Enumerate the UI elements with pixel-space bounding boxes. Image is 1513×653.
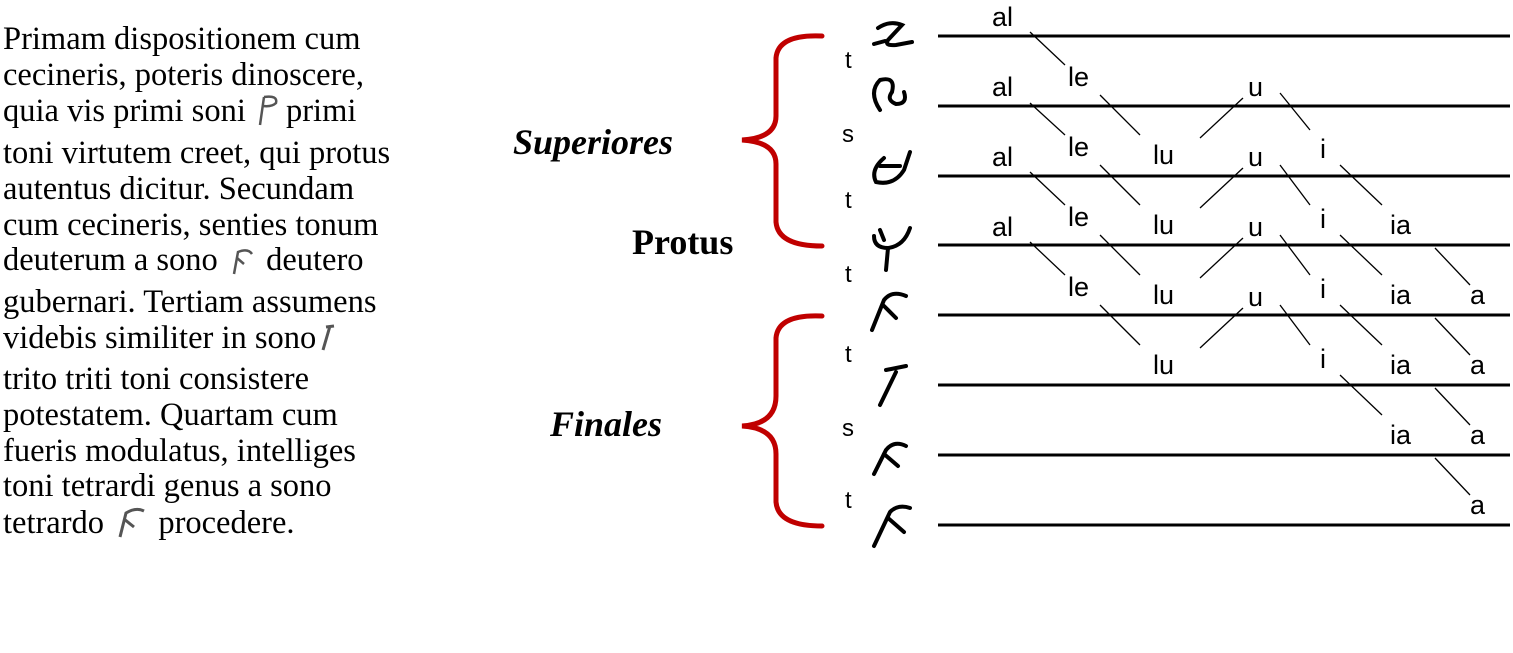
dasian-sign-4-icon (872, 226, 912, 272)
syllable-lu: lu (1153, 280, 1174, 310)
syllable-le: le (1068, 132, 1089, 162)
syllable-le: le (1068, 62, 1089, 92)
text-line-9a: videbis similiter in sono (3, 319, 317, 356)
brackets (741, 33, 825, 529)
dasian-sign-8-icon (872, 504, 912, 548)
tritus-sign-icon (318, 322, 336, 363)
text-line-2: cecineris, poteris dinoscere, (3, 56, 364, 93)
syllable-i: i (1320, 274, 1326, 304)
text-line-14: tetrardo procedere. (3, 505, 473, 548)
finales-bracket (741, 313, 825, 529)
text-line-12: fueris modulatus, intelliges (3, 432, 356, 469)
syllable-le: le (1068, 272, 1089, 302)
interval-label: t (845, 487, 852, 514)
finales-label: Finales (549, 404, 662, 444)
group-labels: Superiores Protus Finales (513, 122, 733, 444)
syllable-al: al (992, 142, 1013, 172)
text-line-7b: deutero (266, 242, 364, 279)
interval-labels: t s t t t s t (842, 47, 854, 514)
interval-label: t (845, 341, 852, 368)
dasian-sign-6-icon (878, 364, 908, 407)
syllable-a: a (1470, 280, 1486, 310)
syllable-le: le (1068, 202, 1089, 232)
interval-label: s (842, 415, 854, 442)
text-line-13: toni tetrardi genus a sono (3, 468, 332, 505)
superiores-bracket (741, 33, 825, 249)
syllable-u: u (1248, 142, 1263, 172)
text-line-7a: deuterum a sono (3, 242, 218, 279)
interval-label: t (845, 47, 852, 74)
latin-text-block: Primam dispositionem cum cecineris, pote… (3, 21, 473, 548)
text-line-10: trito triti toni consistere (3, 361, 309, 398)
text-line-9: videbis similiter in sono (3, 319, 473, 363)
syllable-lu: lu (1153, 140, 1174, 170)
dasian-sign-1-icon (872, 21, 914, 48)
syllable-lu: lu (1153, 210, 1174, 240)
dasian-sign-2-icon (872, 77, 907, 112)
syllable-u: u (1248, 212, 1263, 242)
syllable-al: al (992, 2, 1013, 32)
syllable-ia: ia (1390, 350, 1412, 380)
text-line-11: potestatem. Quartam cum (3, 397, 338, 434)
melody-connectors (1029, 31, 1471, 496)
text-line-3a: quia vis primi soni (3, 93, 246, 130)
dasian-sign-7-icon (872, 441, 908, 476)
syllable-i: i (1320, 134, 1326, 164)
syllable-ia: ia (1390, 210, 1412, 240)
interval-label: t (845, 261, 852, 288)
text-line-14b: procedere. (158, 505, 295, 542)
text-line-4: toni virtutem creet, qui protus (3, 135, 391, 172)
syllable-lu: lu (1153, 350, 1174, 380)
interval-label: s (842, 121, 854, 148)
syllable-al: al (992, 212, 1013, 242)
text-line-6: cum cecineris, senties tonum (3, 206, 379, 243)
syllable-a: a (1470, 490, 1486, 520)
superiores-label: Superiores (513, 122, 673, 162)
interval-label: t (845, 187, 852, 214)
text-line-8: gubernari. Tertiam assumens (3, 283, 377, 320)
text-line-3: quia vis primi soni primi (3, 93, 473, 136)
text-line-14a: tetrardo (3, 505, 105, 542)
syllable-a: a (1470, 420, 1486, 450)
syllable-ia: ia (1390, 280, 1412, 310)
text-line-3b: primi (285, 93, 357, 130)
dasian-sign-3-icon (872, 150, 912, 185)
syllable-u: u (1248, 282, 1263, 312)
syllable-u: u (1248, 72, 1263, 102)
protus-sign-icon (256, 93, 284, 136)
deuterus-sign-icon (228, 246, 256, 285)
syllable-ia: ia (1390, 420, 1412, 450)
dasian-signs (870, 21, 914, 548)
syllable-i: i (1320, 204, 1326, 234)
text-line-1: Primam dispositionem cum (3, 21, 361, 57)
staff-lines (938, 34, 1510, 527)
syllable-labels: al le u al al le lu u i al le lu u i ia … (992, 2, 1486, 520)
syllable-al: al (992, 72, 1013, 102)
dasian-sign-5-icon (870, 291, 908, 332)
text-line-5: autentus dicitur. Secundam (3, 170, 355, 207)
tetrardus-sign-icon (114, 505, 148, 548)
text-line-7: deuterum a sono deutero (3, 242, 473, 285)
syllable-i: i (1320, 344, 1326, 374)
syllable-a: a (1470, 350, 1486, 380)
protus-label: Protus (632, 222, 733, 262)
